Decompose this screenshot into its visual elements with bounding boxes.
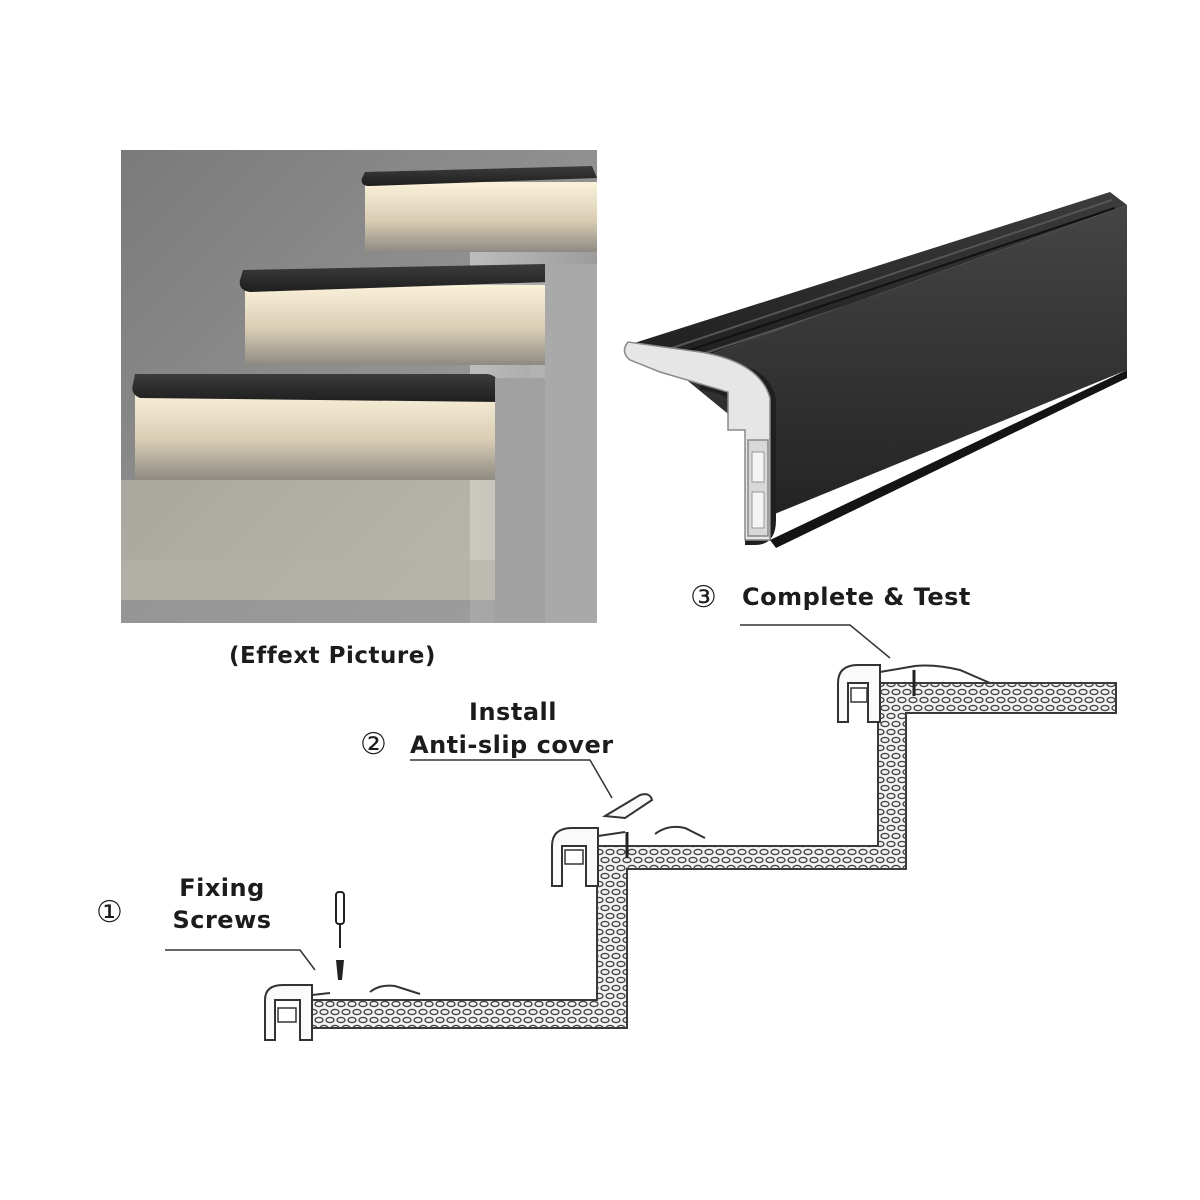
- effect-picture: [121, 150, 597, 623]
- installation-diagram: [165, 624, 1117, 1041]
- step-3-number: ③: [690, 580, 718, 615]
- step-2-number: ②: [360, 727, 388, 762]
- effect-picture-caption: (Effext Picture): [229, 643, 436, 669]
- profile-render: [623, 192, 1127, 548]
- step-3-label: Complete & Test: [742, 583, 971, 611]
- step-2-label-line-1: Install: [469, 698, 557, 726]
- step-1-label-line-2: Screws: [172, 906, 272, 934]
- step-1-number: ①: [96, 895, 124, 930]
- step-2-label-line-2: Anti-slip cover: [410, 731, 614, 759]
- step-1-label-line-1: Fixing: [179, 874, 265, 902]
